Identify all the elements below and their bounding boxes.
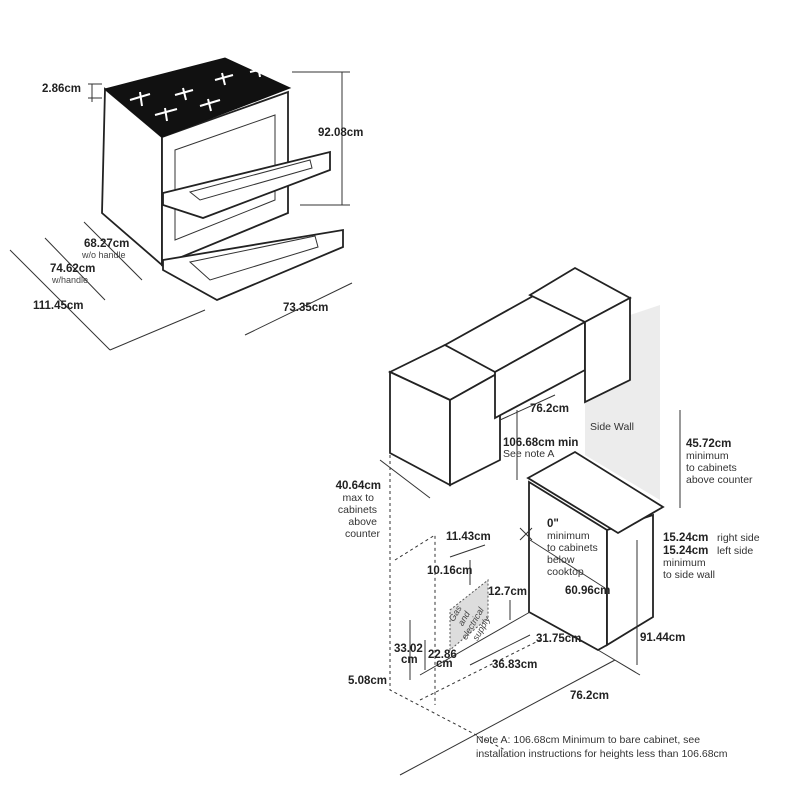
cabinet-depth-line: max to: [342, 492, 374, 504]
below-cooktop-line: below: [547, 554, 575, 566]
dim-width: 73.35cm: [283, 302, 328, 314]
supply-area: [449, 578, 489, 652]
dim-22-86: 22.86: [428, 649, 457, 661]
base-cabinet-front: [528, 480, 608, 652]
base-cabinet-side: [606, 513, 654, 647]
dim-12-7: 12.7cm: [488, 586, 527, 598]
dim-right-side: 15.24cm: [663, 532, 708, 544]
dim-cabinet-width: 76.2cm: [530, 403, 569, 415]
dim-clearance-min: 106.68cm min: [503, 437, 578, 449]
clearance-note: See note A: [503, 448, 554, 460]
dim-below-cooktop: 0": [547, 518, 559, 530]
installation-drawing: [379, 266, 681, 776]
zero-clearance-icon: [519, 527, 533, 541]
countertop: [526, 450, 665, 535]
dim-cooktop-height: 2.86cm: [42, 83, 81, 95]
dim-left-side: 15.24cm: [663, 545, 708, 557]
upper-drawer-tray: [188, 159, 313, 201]
dim-11-43: 11.43cm: [446, 531, 491, 543]
right-side-label: right side: [717, 532, 760, 544]
below-cooktop-line: cooktop: [547, 566, 584, 578]
dim-5-08: 5.08cm: [348, 675, 387, 687]
dim-10-16: 10.16cm: [427, 565, 472, 577]
dim-91-44: 91.44cm: [640, 632, 685, 644]
burner-icons: [129, 65, 269, 122]
note-a-line1: Note A: 106.68cm Minimum to bare cabinet…: [476, 734, 700, 746]
below-cooktop-line: minimum: [547, 530, 590, 542]
side-clearance-line: minimum: [663, 557, 706, 569]
dim-above-counter: 45.72cm: [686, 438, 731, 450]
right-cabinet-front: [584, 296, 631, 404]
left-cabinet-side: [449, 370, 501, 487]
oven-window: [174, 114, 276, 241]
dim-opening-width: 76.2cm: [570, 690, 609, 702]
note-a-line2: installation instructions for heights le…: [476, 748, 728, 760]
above-counter-line: above counter: [686, 474, 753, 486]
cabinet-depth-line: above: [348, 516, 377, 528]
range-drawing: [9, 57, 353, 351]
above-counter-line: minimum: [686, 450, 729, 462]
dim-depth-with-handle: 74.62cm: [50, 263, 95, 275]
lower-drawer-open: [162, 228, 344, 301]
side-wall-label: Side Wall: [590, 421, 634, 433]
dim-depth-doors-open: 111.45cm: [33, 300, 84, 312]
dim-33-02-unit: cm: [401, 654, 418, 666]
below-cooktop-line: to cabinets: [547, 542, 598, 554]
side-clearance-line: to side wall: [663, 569, 715, 581]
dim-31-75: 31.75cm: [536, 633, 581, 645]
dim-36-83: 36.83cm: [492, 659, 537, 671]
dim-depth-without-handle-note: w/o handle: [81, 250, 126, 260]
dim-depth-without-handle: 68.27cm: [84, 238, 129, 250]
above-counter-line: to cabinets: [686, 462, 737, 474]
dim-cabinet-depth: 40.64cm: [336, 480, 381, 492]
lower-drawer-tray: [188, 235, 319, 281]
cooktop-grates: [103, 57, 292, 138]
dim-33-02: 33.02: [394, 643, 423, 655]
dim-60-96: 60.96cm: [565, 585, 610, 597]
left-side-label: left side: [717, 545, 753, 557]
upper-drawer-open: [162, 150, 331, 219]
dim-depth-with-handle-note: w/handle: [51, 275, 88, 285]
cabinet-depth-line: counter: [345, 528, 381, 540]
dim-22-86-unit: cm: [436, 658, 453, 670]
cabinet-depth-line: cabinets: [338, 504, 377, 516]
dim-overall-height: 92.08cm: [318, 127, 363, 139]
